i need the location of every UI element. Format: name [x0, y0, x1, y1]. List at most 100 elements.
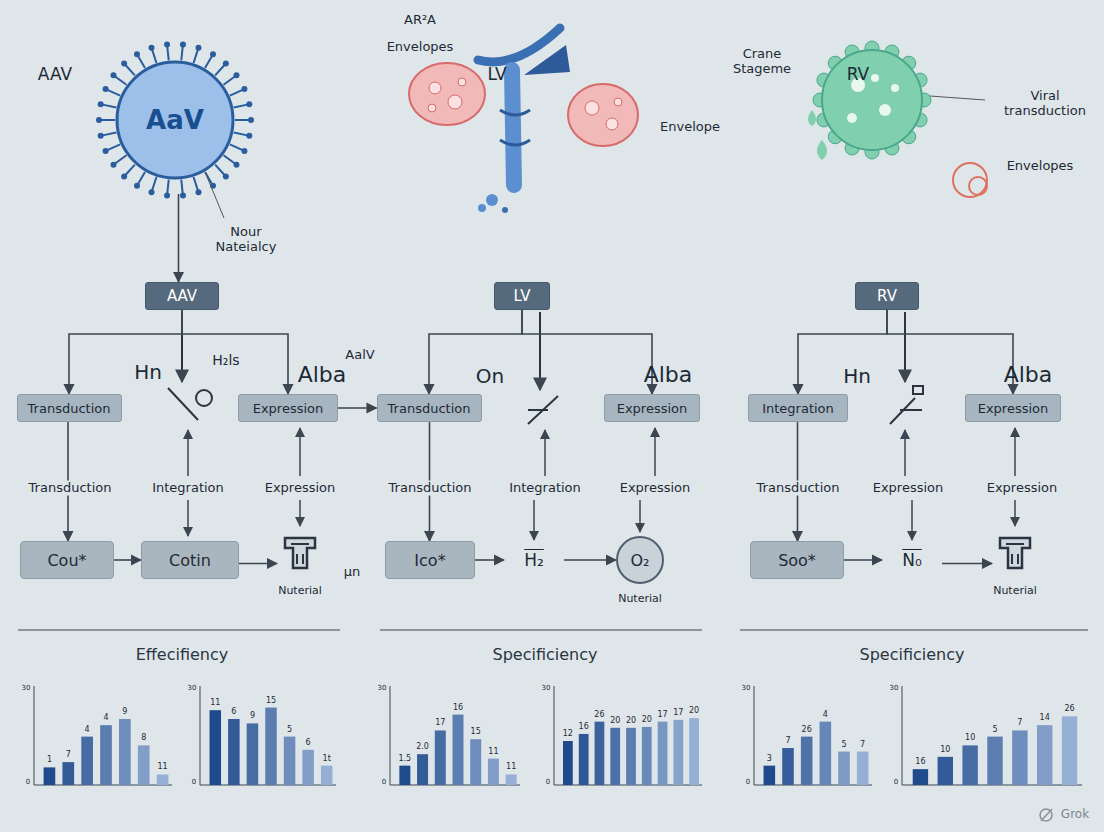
flow-connector	[69, 310, 182, 394]
flow-connector	[564, 559, 616, 561]
flow-connector	[475, 559, 504, 561]
symbol-label: H₂ls	[212, 352, 239, 368]
bar-value: 5	[992, 725, 997, 734]
bar-value: 9	[250, 712, 255, 721]
axis-tick: 30	[188, 684, 197, 692]
step-label: Expression	[262, 481, 339, 496]
bar-value: 26	[594, 710, 604, 719]
step-label: Transduction	[26, 481, 115, 496]
bar-value: 17	[657, 710, 667, 719]
axis-tick: 0	[746, 778, 750, 786]
symbol-label: Alba	[644, 362, 693, 387]
flow-connector	[178, 194, 180, 282]
symbol-label: AalV	[345, 348, 374, 363]
bar-value: 7	[1017, 719, 1022, 728]
schematic-symbols	[168, 312, 923, 424]
vector-box: AAV	[145, 282, 219, 310]
axis-tick: 0	[26, 778, 30, 786]
molecule-label: O₂	[630, 551, 649, 570]
step-label: Expression	[984, 481, 1061, 496]
bar-value: 15	[471, 728, 481, 737]
step-label: Expression	[870, 481, 947, 496]
bar-value: 16	[453, 703, 463, 712]
node-label: AAV	[167, 287, 197, 305]
molecule-box: H₂	[504, 541, 564, 579]
bar-value: 4	[103, 714, 108, 723]
flow-connector	[114, 559, 141, 561]
part-label: Nour Nateialcy	[201, 225, 291, 255]
node-caption: Nuterial	[278, 584, 322, 597]
node-caption: Nuterial	[993, 584, 1037, 597]
node-label: Expression	[617, 401, 688, 416]
bar-value: 26	[1064, 705, 1074, 714]
flow-connector	[429, 310, 522, 394]
bar-value: 11	[506, 763, 516, 772]
bar-value: 7	[66, 751, 71, 760]
watermark-logo	[1040, 809, 1052, 821]
step-label: Integration	[506, 481, 584, 496]
node-label: RV	[877, 287, 897, 305]
bar-value: 3	[767, 754, 772, 763]
flow-connector	[338, 407, 377, 409]
step-box: Expression	[604, 394, 700, 422]
vector-box: LV	[494, 282, 550, 310]
node-label: Cotin	[169, 551, 211, 570]
bar-value: 6	[231, 707, 236, 716]
node-label: LV	[514, 287, 531, 305]
axis-tick: 30	[22, 684, 31, 692]
bar-charts	[34, 686, 1082, 785]
part-label: Viral transduction	[995, 89, 1095, 119]
flow-connector	[844, 559, 882, 561]
step-box: Transduction	[17, 394, 122, 422]
flow-connector	[798, 310, 887, 394]
bar-value: 11	[488, 747, 498, 756]
column-heading: RV	[847, 65, 870, 85]
bar-value: 14	[1040, 714, 1050, 723]
output-box: Cotin	[141, 541, 239, 579]
step-box: Expression	[238, 394, 338, 422]
flow-connector	[887, 310, 1013, 394]
flow-arrows	[188, 428, 1015, 540]
bar-value: 16	[915, 758, 925, 767]
step-label: Expression	[617, 481, 694, 496]
bar-value: 12	[563, 729, 573, 738]
vector-box: RV	[855, 282, 919, 310]
watermark: Grok	[1061, 808, 1089, 822]
output-box: Ico*	[385, 541, 475, 579]
divider-lines	[18, 630, 1088, 631]
part-label: Envelopes	[1007, 159, 1074, 174]
symbol-label: Hn	[843, 365, 871, 388]
bar-value: 4	[85, 725, 90, 734]
axis-tick: 0	[894, 778, 898, 786]
axis-tick: 30	[742, 684, 751, 692]
flow-connector	[942, 563, 992, 565]
bar-value: 9	[122, 707, 127, 716]
bar-value: 6	[306, 738, 311, 747]
bar-value: 10	[940, 745, 950, 754]
axis-tick: 30	[890, 684, 899, 692]
node-label: N₀	[902, 550, 922, 570]
node-label: Expression	[978, 401, 1049, 416]
axis-tick: 0	[546, 778, 550, 786]
chart-title: Specificiency	[493, 646, 598, 664]
bar-value: 17	[673, 708, 683, 717]
bar-value: 7	[785, 736, 790, 745]
step-box: Integration	[748, 394, 848, 422]
bar-value: 20	[642, 715, 652, 724]
chart-title: Effecifiency	[136, 646, 229, 664]
node-label: Cou*	[47, 551, 86, 570]
bar-value: 11	[157, 763, 167, 772]
node-label: Transduction	[388, 401, 471, 416]
column-heading: LV	[487, 65, 506, 85]
bar-value: 15	[266, 696, 276, 705]
bar-value: 10	[965, 734, 975, 743]
nuterial-glyph	[277, 530, 323, 576]
bar-value: 5	[287, 725, 292, 734]
nuterial-glyph	[992, 530, 1038, 576]
bar-value: 11	[210, 699, 220, 708]
molecule-box: N₀	[882, 541, 942, 579]
output-box: Soo*	[750, 541, 844, 579]
step-box: Expression	[965, 394, 1061, 422]
bar-value: 20	[610, 716, 620, 725]
symbol-label: Alba	[1004, 362, 1053, 387]
